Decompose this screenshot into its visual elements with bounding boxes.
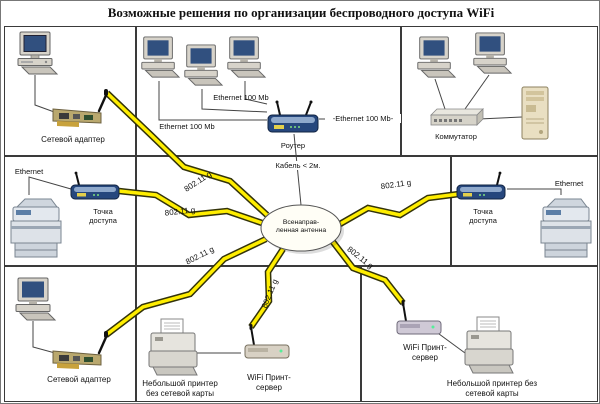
panel-bottom-right xyxy=(361,266,598,402)
adapter-label: Сетевой адаптер xyxy=(41,135,105,144)
panel-top-right xyxy=(401,26,598,156)
wireless-adapter-icon xyxy=(51,329,111,378)
adapter-label: Сетевой адаптер xyxy=(47,375,111,384)
bolt-to-printserver-bm xyxy=(248,247,286,329)
router-icon xyxy=(266,99,320,144)
panel-middle-right xyxy=(451,156,598,266)
computer-graphic xyxy=(17,31,59,75)
computer-icon xyxy=(13,31,59,82)
print-server-label: WiFi Принт- сервер xyxy=(247,373,291,392)
antenna-ellipse xyxy=(260,204,342,252)
switch-graphic xyxy=(430,108,484,126)
bolt-to-adapter-tl xyxy=(104,90,270,218)
wire-pc2-switch xyxy=(464,74,490,110)
printer-icon xyxy=(147,317,199,384)
router-label: Роутер xyxy=(280,141,306,150)
omni-antenna-label: Всенаправ- ленная антенна xyxy=(275,219,327,234)
ethernet-link-label: -Ethernet 100 Mb- xyxy=(325,114,401,123)
bolt-to-ap-right xyxy=(338,190,460,227)
ethernet-label: Ethernet xyxy=(554,179,584,188)
copier-icon xyxy=(537,193,595,266)
panel-middle-left xyxy=(4,156,136,266)
access-point-graphic xyxy=(70,171,120,200)
computer-icon xyxy=(413,35,457,86)
printer-graphic xyxy=(148,318,198,376)
wireless-adapter-graphic xyxy=(52,89,109,127)
panel-top-middle xyxy=(136,26,401,156)
copier-icon xyxy=(7,193,65,266)
access-point-icon xyxy=(67,171,123,210)
panel-bottom-left xyxy=(4,266,136,402)
cable-label: Кабель < 2м. xyxy=(267,161,329,170)
server-graphic xyxy=(521,86,549,140)
copier-graphic xyxy=(10,198,62,258)
wire-computer-adapter-tl xyxy=(34,75,58,114)
wire-pc1-switch xyxy=(434,78,446,110)
wire-switch-server xyxy=(478,116,523,120)
wireless-adapter-icon xyxy=(51,87,111,136)
switch-label: Коммутатор xyxy=(435,132,477,141)
wire-computer-adapter-bl xyxy=(32,321,56,354)
print-server-label: WiFi Принт- сервер xyxy=(403,343,447,362)
bolt-to-adapter-bl xyxy=(104,236,268,338)
computer-icon xyxy=(469,31,513,82)
access-point-icon xyxy=(453,171,509,210)
router-graphic xyxy=(267,100,319,133)
computer-icon xyxy=(137,35,181,86)
wire-copier-ap-left xyxy=(28,176,72,195)
wireless-bolts xyxy=(104,90,460,338)
computer-icon xyxy=(223,35,267,86)
wire-ap-copier-right xyxy=(507,188,562,195)
printer-label: Небольшой принтер без сетевой карты xyxy=(446,379,538,398)
panel-middle-center xyxy=(136,156,451,266)
server-icon xyxy=(519,85,551,146)
ethernet-link-label: Ethernet 100 Mb xyxy=(213,93,269,102)
panel-bottom-middle xyxy=(136,266,361,402)
diagram-title: Возможные решения по организации беспров… xyxy=(107,5,495,20)
wire-pc2-router xyxy=(201,89,268,113)
ethernet-label: Ethernet xyxy=(14,167,44,176)
access-point-label: Точка доступа xyxy=(89,207,117,225)
bolt-to-ap-left xyxy=(118,187,264,227)
omni-antenna-node xyxy=(260,204,344,254)
ethernet-link-label: Ethernet 100 Mb xyxy=(159,122,215,131)
wire-pc3-router xyxy=(244,81,268,105)
wire-printserver-printer-br xyxy=(434,330,466,354)
bolt-to-printserver-br xyxy=(330,240,406,306)
wifi-print-server-icon xyxy=(239,323,295,370)
wire-pc1-router xyxy=(158,81,267,121)
printer-label: Небольшой принтер без сетевой карты xyxy=(142,379,218,398)
wifi-print-server-graphic xyxy=(244,324,290,359)
printer-icon xyxy=(463,315,515,382)
panel-top-left xyxy=(4,26,136,156)
computer-icon xyxy=(11,277,57,328)
computer-icon xyxy=(180,43,224,94)
access-point-label: Точка доступа xyxy=(469,207,497,225)
wifi-print-server-icon xyxy=(391,299,447,346)
switch-icon xyxy=(427,107,485,134)
